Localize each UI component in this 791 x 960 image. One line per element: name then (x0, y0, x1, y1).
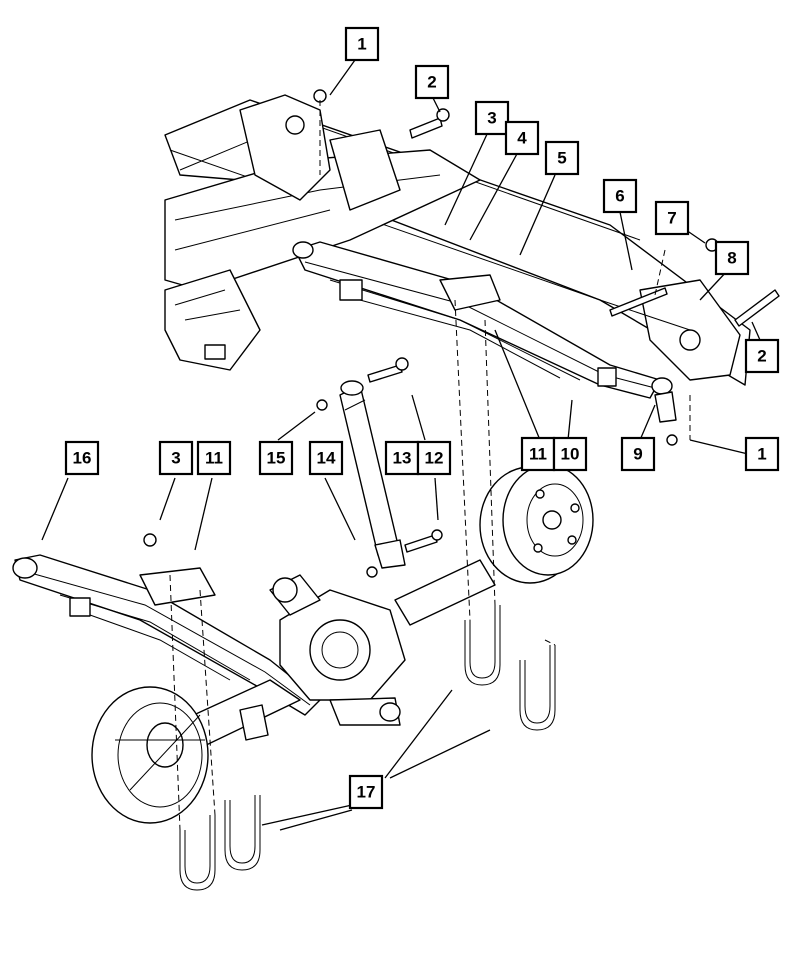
upper-fasteners (313, 89, 780, 446)
callout-5: 5 (544, 140, 580, 176)
callout-2-right: 2 (744, 338, 780, 374)
callout-7-label: 7 (667, 209, 676, 228)
vehicle-frame (164, 94, 751, 386)
callout-1-right: 1 (744, 436, 780, 472)
callout-2-top: 2 (414, 64, 450, 100)
lower-leaf-spring (12, 533, 321, 716)
callout-4-label: 4 (517, 129, 527, 148)
callout-6-label: 6 (615, 187, 624, 206)
callout-8: 8 (714, 240, 750, 276)
callout-15: 15 (258, 440, 294, 476)
callout-11-left: 11 (196, 440, 232, 476)
callout-12-label: 12 (425, 449, 444, 468)
callout-1-top: 1 (344, 26, 380, 62)
u-bolts (169, 299, 556, 891)
callout-11-right-label: 11 (529, 445, 547, 464)
callout-6: 6 (602, 178, 638, 214)
callout-2-right-label: 2 (757, 347, 766, 366)
callout-17-label: 17 (357, 783, 376, 802)
callout-1-right-label: 1 (757, 445, 766, 464)
callout-17: 17 (348, 774, 384, 810)
callout-4: 4 (504, 120, 540, 156)
callout-13: 13 (384, 440, 420, 476)
callout-16-label: 16 (73, 449, 92, 468)
callout-2-top-label: 2 (427, 73, 436, 92)
upper-leaf-spring (292, 241, 677, 423)
callout-8-label: 8 (727, 249, 736, 268)
callout-10-label: 10 (561, 445, 580, 464)
callout-12: 12 (416, 440, 452, 476)
callout-1-top-label: 1 (357, 35, 366, 54)
callout-7: 7 (654, 200, 690, 236)
leader-lines (41, 59, 761, 831)
right-brake-drum (479, 464, 594, 584)
callout-11-right: 11 (520, 436, 556, 472)
callout-3-left-label: 3 (171, 449, 180, 468)
callout-11-left-label: 11 (205, 449, 223, 468)
callout-14-label: 14 (317, 449, 336, 468)
callout-3-top: 3 (474, 100, 510, 136)
callout-5-label: 5 (557, 149, 566, 168)
left-brake-drum (91, 686, 209, 824)
callout-9-label: 9 (633, 445, 642, 464)
callout-3-top-label: 3 (487, 109, 496, 128)
callout-16: 16 (64, 440, 100, 476)
callout-3-left: 3 (158, 440, 194, 476)
callout-14: 14 (308, 440, 344, 476)
callout-13-label: 13 (393, 449, 412, 468)
shock-absorber (316, 357, 443, 578)
callout-10: 10 (552, 436, 588, 472)
callout-9: 9 (620, 436, 656, 472)
callout-15-label: 15 (267, 449, 286, 468)
